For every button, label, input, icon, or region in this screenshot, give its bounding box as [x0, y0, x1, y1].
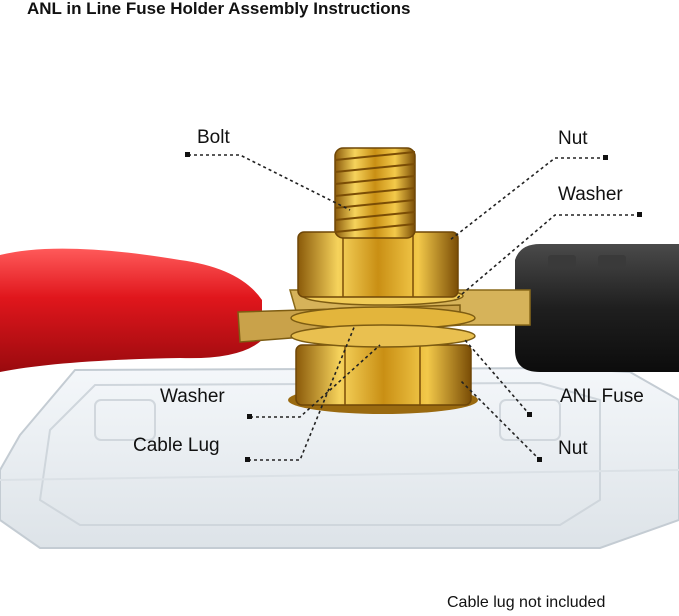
black-terminal-cap [515, 244, 679, 372]
label-bolt: Bolt [197, 127, 230, 148]
leader-washer-bottom [250, 344, 381, 418]
leader-nut-bottom [459, 379, 541, 461]
label-washer-top: Washer [558, 184, 623, 205]
leader-anl-fuse [464, 339, 531, 416]
footnote: Cable lug not included [447, 594, 606, 611]
bolt [334, 147, 416, 239]
label-anl-fuse: ANL Fuse [560, 386, 644, 407]
leader-washer-top [454, 214, 640, 301]
page-title: ANL in Line Fuse Holder Assembly Instruc… [27, 0, 411, 18]
label-nut-bottom: Nut [558, 438, 588, 459]
leader-bolt [188, 154, 351, 211]
leader-lines [188, 154, 640, 461]
label-cable-lug: Cable Lug [133, 435, 220, 456]
label-washer-bottom: Washer [160, 386, 225, 407]
leader-nut-top [449, 157, 606, 241]
upper-nut [297, 231, 459, 298]
label-nut-top: Nut [558, 128, 588, 149]
leader-dots [185, 152, 642, 462]
lower-nut [288, 344, 478, 414]
